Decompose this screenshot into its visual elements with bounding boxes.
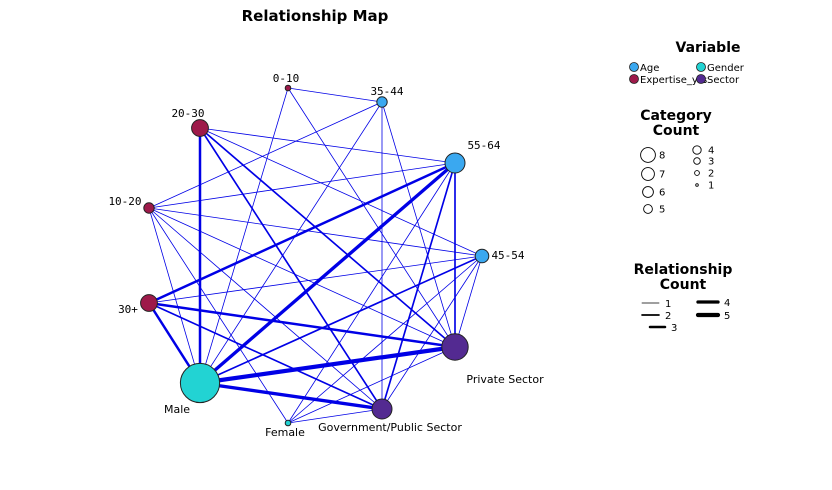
edge-0-10-male — [199, 87, 289, 384]
legend-category-label-3: 3 — [708, 157, 714, 168]
node-20-30[interactable] — [191, 119, 209, 137]
node-government-public-sector[interactable] — [371, 398, 393, 420]
legend-category-circle-5 — [643, 204, 653, 214]
edge-0-10-35-44 — [287, 87, 383, 103]
node-label-private-sector: Private Sector — [466, 373, 544, 386]
node-label-20-30: 20-30 — [171, 107, 204, 120]
edge-10-20-45-54 — [148, 207, 483, 257]
legend-category-label-7: 7 — [659, 170, 665, 181]
node-private-sector[interactable] — [441, 333, 469, 361]
legend-relationship-label-3: 3 — [671, 323, 677, 334]
node-label-government-public-sector: Government/Public Sector — [318, 421, 462, 434]
node-label-45-54: 45-54 — [491, 249, 524, 262]
legend-category-circle-4 — [692, 145, 702, 155]
edge-55-64-female — [287, 162, 456, 424]
edge-10-20-male — [148, 207, 201, 384]
node-30[interactable] — [140, 294, 158, 312]
edge-0-10-private-sector — [287, 87, 456, 348]
node-0-10[interactable] — [284, 84, 292, 92]
edge-55-64-government-public-sector — [381, 162, 456, 410]
edge-10-20-female — [148, 207, 289, 424]
edge-male-government-public-sector — [198, 381, 384, 411]
legend-relationship-label-1: 1 — [665, 299, 671, 310]
diagram-title: Relationship Map — [242, 7, 389, 25]
edge-35-44-private-sector — [381, 101, 456, 348]
legend-category-label-6: 6 — [659, 188, 665, 199]
legend-category-title-line1: Category — [640, 108, 712, 124]
legend-category-circle-8 — [640, 147, 656, 163]
nodes-layer — [140, 84, 490, 427]
legend-category-label-1: 1 — [708, 181, 714, 192]
legend-variable-swatch-expertise-yrs — [629, 74, 639, 84]
legend-relationship-count: Relationship Count 123 4 5 — [634, 262, 733, 334]
edge-35-44-10-20 — [148, 101, 383, 209]
legend-category-circle-6 — [642, 186, 654, 198]
legend-variable-label-gender: Gender — [707, 63, 745, 74]
legend-category-circle-3 — [693, 157, 701, 165]
edge-45-54-female — [287, 255, 483, 424]
legend-variable-title: Variable — [676, 40, 741, 56]
edge-35-44-male — [199, 101, 383, 384]
edge-10-20-private-sector — [148, 207, 456, 348]
edge-45-54-male — [199, 255, 483, 384]
legend-variable-swatch-sector — [696, 74, 706, 84]
legend-variable-label-age: Age — [640, 63, 659, 74]
legend-category-label-4: 4 — [708, 146, 714, 157]
node-label-30: 30+ — [118, 303, 138, 316]
legend-variable-label-expertise-yrs: Expertise_yrs — [640, 75, 707, 86]
edge-30-private-sector — [147, 301, 457, 349]
node-55-64[interactable] — [444, 152, 466, 174]
node-male[interactable] — [179, 362, 221, 404]
edge-male-private-sector — [197, 344, 458, 386]
node-female[interactable] — [284, 419, 292, 427]
legend-relationship-title-line1: Relationship — [634, 262, 733, 278]
edge-55-64-male — [198, 161, 457, 385]
edge-30-55-64 — [147, 161, 457, 305]
legend-category-title-line2: Count — [653, 123, 700, 139]
edge-20-30-45-54 — [199, 127, 483, 257]
node-label-female: Female — [265, 426, 305, 439]
edge-10-20-55-64 — [148, 162, 456, 209]
edge-45-54-government-public-sector — [381, 255, 483, 410]
edge-20-30-55-64 — [199, 127, 456, 164]
legend-category-circle-2 — [694, 170, 700, 176]
legend-relationship-label-5: 5 — [724, 311, 730, 322]
node-45-54[interactable] — [474, 248, 490, 264]
edge-45-54-private-sector — [454, 255, 483, 348]
legend-category-label-2: 2 — [708, 169, 714, 180]
node-label-0-10: 0-10 — [273, 72, 300, 85]
legend-relationship-label-4: 4 — [724, 298, 730, 309]
node-label-male: Male — [164, 403, 190, 416]
legend-category-circle-7 — [641, 167, 655, 181]
legend-variable-swatch-age — [629, 62, 639, 72]
edge-30-45-54 — [148, 255, 483, 304]
edge-20-30-private-sector — [199, 127, 456, 348]
node-label-10-20: 10-20 — [108, 195, 141, 208]
node-10-20[interactable] — [143, 202, 155, 214]
legend-category-circle-1 — [695, 183, 699, 187]
edge-30-government-public-sector — [148, 302, 383, 410]
legend-relationship-label-2: 2 — [665, 311, 671, 322]
node-label-55-64: 55-64 — [467, 139, 500, 152]
legend-relationship-title-line2: Count — [660, 277, 707, 293]
legend-category-label-8: 8 — [659, 151, 665, 162]
node-35-44[interactable] — [376, 96, 388, 108]
legend-variable-swatch-gender — [696, 62, 706, 72]
legend-variable-label-sector: Sector — [707, 75, 740, 86]
edge-female-government-public-sector — [287, 408, 383, 424]
edge-female-private-sector — [287, 346, 456, 424]
legend-category-label-5: 5 — [659, 205, 665, 216]
node-label-35-44: 35-44 — [370, 85, 403, 98]
